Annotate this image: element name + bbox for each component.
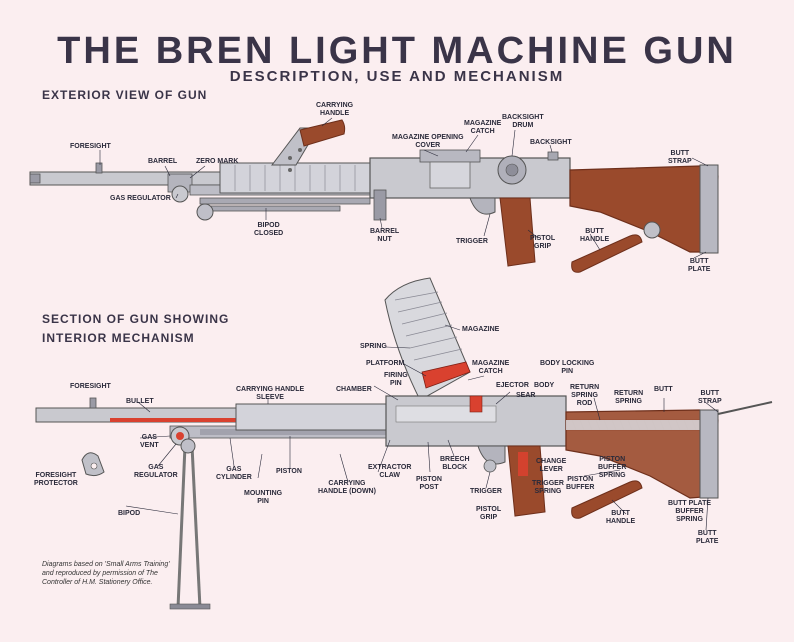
label-trigger-ext: TRIGGER [456, 238, 488, 245]
exterior-heading: EXTERIOR VIEW OF GUN [42, 88, 208, 102]
label-butt: BUTT [654, 386, 673, 393]
label-spring: SPRING [360, 343, 387, 350]
section-heading: SECTION OF GUN SHOWING INTERIOR MECHANIS… [42, 310, 229, 348]
label-platform: PLATFORM [366, 360, 405, 367]
credit-note: Diagrams based on 'Small Arms Training' … [42, 561, 170, 586]
label-sear: SEAR [516, 392, 536, 399]
label-bullet: BULLET [126, 398, 154, 405]
label-magazine: MAGAZINE [462, 326, 500, 333]
label-body: BODY [534, 382, 555, 389]
section-heading-line-2: INTERIOR MECHANISM [42, 331, 195, 345]
section-gun-drawing [35, 277, 773, 610]
label-backsight: BACKSIGHT [530, 139, 572, 146]
label-ejector: EJECTOR [496, 382, 529, 389]
label-gas-regulator: GAS REGULATOR [110, 195, 171, 202]
label-piston: PISTON [276, 468, 302, 475]
label-foresight: FORESIGHT [70, 143, 111, 150]
page-title: THE BREN LIGHT MACHINE GUN [57, 30, 737, 72]
section-heading-line-1: SECTION OF GUN SHOWING [42, 312, 230, 326]
label-zero-mark: ZERO MARK [196, 158, 239, 165]
leader-lines [99, 117, 719, 531]
label-foresight-sec: FORESIGHT [70, 383, 111, 390]
label-bipod: BIPOD [118, 510, 141, 517]
label-trigger-sec: TRIGGER [470, 488, 502, 495]
page-subtitle: DESCRIPTION, USE AND MECHANISM [229, 68, 565, 85]
exterior-gun-drawing [29, 119, 719, 273]
label-chamber: CHAMBER [336, 386, 372, 393]
label-barrel: BARREL [148, 158, 178, 165]
